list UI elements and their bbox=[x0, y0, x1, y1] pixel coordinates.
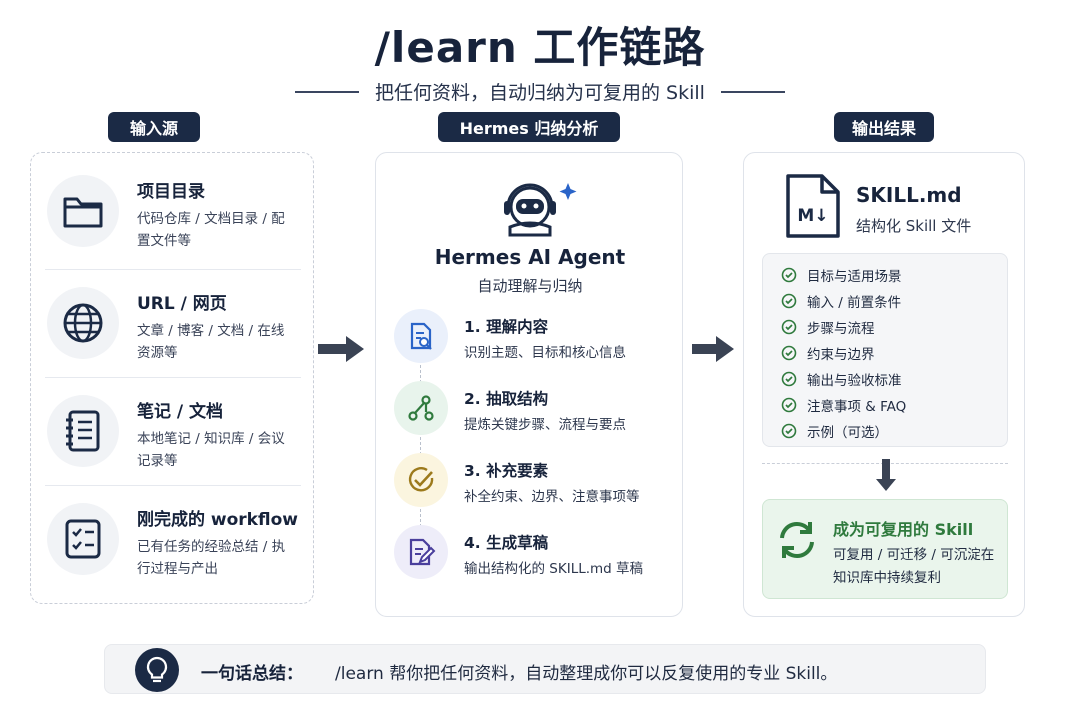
divider bbox=[45, 485, 301, 486]
input-desc: 文章 / 博客 / 文档 / 在线资源等 bbox=[137, 323, 285, 361]
input-desc: 本地笔记 / 知识库 / 会议记录等 bbox=[137, 431, 285, 469]
input-item-project-directory: 项目目录 代码仓库 / 文档目录 / 配置文件等 bbox=[45, 159, 301, 265]
reusable-skill-box: 成为可复用的 Skill 可复用 / 可迁移 / 可沉淀在知识库中持续复利 bbox=[762, 499, 1008, 599]
output-panel: M↓ SKILL.md 结构化 Skill 文件 目标与适用场景 输入 / 前置… bbox=[743, 152, 1025, 617]
check-circle-icon bbox=[781, 371, 797, 387]
step-title: 1. 理解内容 bbox=[464, 318, 549, 336]
step-desc: 识别主题、目标和核心信息 bbox=[464, 345, 626, 361]
checklist-item: 示例（可选） bbox=[763, 418, 1007, 444]
step-connector bbox=[420, 509, 421, 527]
arrow-right-icon bbox=[316, 334, 366, 368]
arrow-right-icon bbox=[690, 334, 736, 368]
summary-text: /learn 帮你把任何资料，自动整理成你可以反复使用的专业 Skill。 bbox=[335, 664, 838, 684]
input-item-notes: 笔记 / 文档 本地笔记 / 知识库 / 会议记录等 bbox=[45, 379, 301, 485]
divider bbox=[45, 269, 301, 270]
checklist-item: 输出与验收标准 bbox=[763, 366, 1007, 392]
checklist-text: 注意事项 & FAQ bbox=[807, 399, 907, 415]
refresh-cycle-icon bbox=[773, 516, 821, 568]
checklist-item: 约束与边界 bbox=[763, 340, 1007, 366]
input-title: 刚完成的 workflow bbox=[137, 510, 298, 530]
input-title: 项目目录 bbox=[137, 182, 205, 202]
arrow-down-icon bbox=[874, 457, 898, 497]
input-title: 笔记 / 文档 bbox=[137, 402, 224, 422]
output-title: SKILL.md bbox=[856, 183, 962, 207]
page-subtitle: 把任何资料，自动归纳为可复用的 Skill bbox=[375, 82, 705, 104]
checklist-item: 目标与适用场景 bbox=[763, 262, 1007, 288]
check-circle-icon bbox=[781, 293, 797, 309]
check-circle-icon bbox=[781, 319, 797, 335]
flow-structure-icon bbox=[394, 381, 448, 435]
reuse-title: 成为可复用的 Skill bbox=[833, 520, 974, 539]
agent-subtitle: 自动理解与归纳 bbox=[477, 277, 583, 295]
robot-icon bbox=[376, 171, 684, 245]
checklist-item: 注意事项 & FAQ bbox=[763, 392, 1007, 418]
input-sources-panel: 项目目录 代码仓库 / 文档目录 / 配置文件等 URL / 网页 文章 / 博… bbox=[30, 152, 314, 604]
summary-label: 一句话总结： bbox=[201, 664, 303, 684]
checklist-text: 输入 / 前置条件 bbox=[807, 295, 902, 311]
column-label-input: 输入源 bbox=[108, 112, 200, 142]
step-extract: 2. 抽取结构 提炼关键步骤、流程与要点 bbox=[394, 381, 674, 441]
output-subtitle: 结构化 Skill 文件 bbox=[856, 217, 972, 235]
step-desc: 补全约束、边界、注意事项等 bbox=[464, 489, 640, 505]
step-desc: 提炼关键步骤、流程与要点 bbox=[464, 417, 626, 433]
check-circle-icon bbox=[781, 345, 797, 361]
checklist-text: 步骤与流程 bbox=[807, 321, 875, 337]
markdown-file-icon: M↓ bbox=[784, 173, 842, 243]
markdown-badge: M↓ bbox=[797, 206, 828, 226]
checklist-text: 目标与适用场景 bbox=[807, 269, 902, 285]
skill-checklist: 目标与适用场景 输入 / 前置条件 步骤与流程 约束与边界 输出与验收标准 注意… bbox=[762, 253, 1008, 447]
step-connector bbox=[420, 365, 421, 383]
column-label-agent: Hermes 归纳分析 bbox=[438, 112, 620, 142]
step-desc: 输出结构化的 SKILL.md 草稿 bbox=[464, 561, 644, 577]
subtitle-row: 把任何资料，自动归纳为可复用的 Skill bbox=[0, 78, 1080, 105]
step-title: 2. 抽取结构 bbox=[464, 390, 549, 408]
agent-panel: Hermes AI Agent 自动理解与归纳 1. 理解内容 识别主题、目标和… bbox=[375, 152, 683, 617]
checklist-text: 约束与边界 bbox=[807, 347, 875, 363]
folder-icon bbox=[47, 175, 119, 247]
subtitle-right-line bbox=[720, 90, 785, 93]
lightbulb-icon bbox=[135, 648, 179, 692]
input-desc: 已有任务的经验总结 / 执行过程与产出 bbox=[137, 539, 286, 577]
checklist-icon bbox=[47, 503, 119, 575]
column-label-output: 输出结果 bbox=[834, 112, 934, 142]
globe-icon bbox=[47, 287, 119, 359]
document-search-icon bbox=[394, 309, 448, 363]
reuse-desc: 可复用 / 可迁移 / 可沉淀在知识库中持续复利 bbox=[833, 547, 995, 586]
check-circle-icon bbox=[781, 397, 797, 413]
notebook-icon bbox=[47, 395, 119, 467]
step-title: 3. 补充要素 bbox=[464, 462, 549, 480]
step-connector bbox=[420, 437, 421, 455]
edit-document-icon bbox=[394, 525, 448, 579]
step-supplement: 3. 补充要素 补全约束、边界、注意事项等 bbox=[394, 453, 674, 513]
subtitle-left-line bbox=[295, 90, 360, 93]
page-title: /learn 工作链路 bbox=[374, 23, 706, 72]
check-circle-icon bbox=[781, 423, 797, 439]
summary-bar: 一句话总结： /learn 帮你把任何资料，自动整理成你可以反复使用的专业 Sk… bbox=[104, 644, 986, 694]
input-item-url: URL / 网页 文章 / 博客 / 文档 / 在线资源等 bbox=[45, 271, 301, 377]
check-circle-icon bbox=[394, 453, 448, 507]
step-understand: 1. 理解内容 识别主题、目标和核心信息 bbox=[394, 309, 674, 369]
input-item-workflow: 刚完成的 workflow 已有任务的经验总结 / 执行过程与产出 bbox=[45, 487, 301, 593]
check-circle-icon bbox=[781, 267, 797, 283]
checklist-item: 步骤与流程 bbox=[763, 314, 1007, 340]
step-draft: 4. 生成草稿 输出结构化的 SKILL.md 草稿 bbox=[394, 525, 674, 585]
step-title: 4. 生成草稿 bbox=[464, 534, 549, 552]
checklist-text: 输出与验收标准 bbox=[807, 373, 902, 389]
input-title: URL / 网页 bbox=[137, 294, 227, 314]
checklist-text: 示例（可选） bbox=[807, 425, 888, 441]
divider bbox=[45, 377, 301, 378]
checklist-item: 输入 / 前置条件 bbox=[763, 288, 1007, 314]
agent-name: Hermes AI Agent bbox=[434, 245, 626, 269]
input-desc: 代码仓库 / 文档目录 / 配置文件等 bbox=[137, 211, 285, 249]
